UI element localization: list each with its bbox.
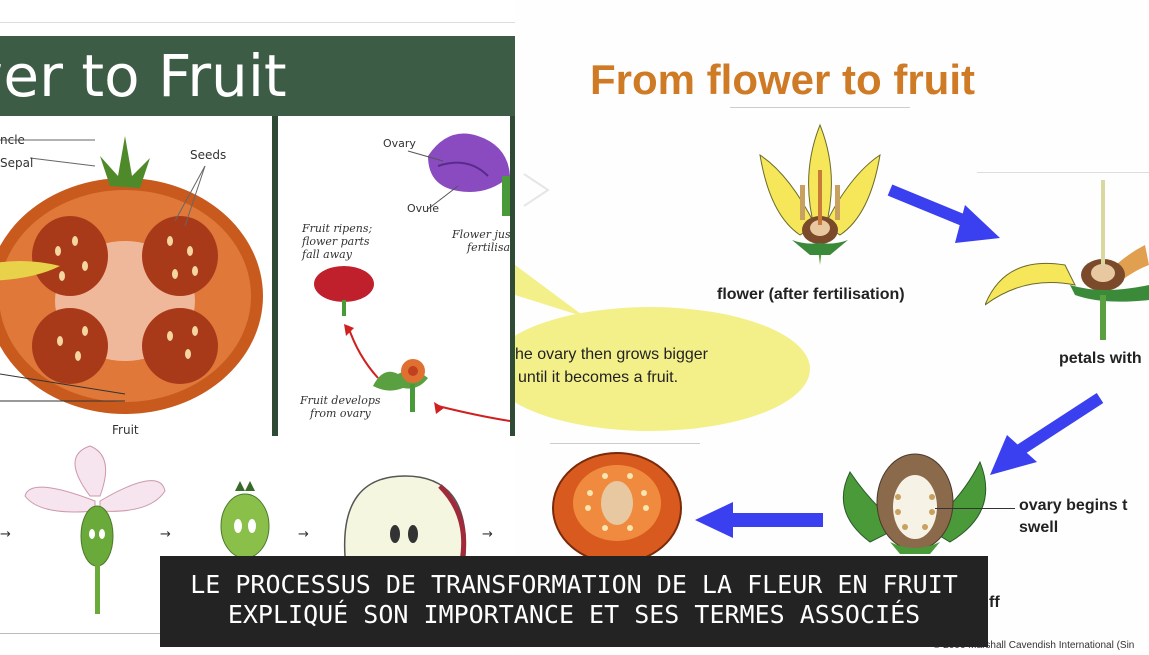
label-flower-after-fertilisation: flower (after fertilisation): [717, 286, 905, 303]
label-ovary: Ovary: [383, 137, 416, 150]
tomato-illustration: [0, 136, 263, 414]
title-underline: [730, 107, 910, 108]
arrow-icon: [695, 502, 823, 538]
label-petals-with: petals with: [1059, 350, 1142, 367]
left-slide: wer to Fruit ncle Sepal Seeds Fruit: [0, 0, 515, 655]
label-fruit-ripens: Fruit ripens; flower parts fall away: [302, 222, 373, 261]
label-peduncle: ncle: [0, 133, 25, 147]
sequence-arrow: →: [482, 527, 493, 542]
divider: [550, 443, 700, 444]
caption-text: Le processus de transformation de la fle…: [190, 570, 958, 629]
label-sepal: Sepal: [0, 156, 34, 170]
label-pointer: [935, 508, 1015, 509]
swelling-ovary-illustration: [842, 453, 987, 554]
sequence-arrow: →: [160, 527, 171, 542]
arrow-icon: [990, 392, 1104, 475]
label-flower-just: Flower jus fertilisa: [452, 228, 511, 254]
callout-bubble: [515, 265, 810, 431]
slide-title: wer to Fruit: [0, 42, 287, 110]
label-fruit: Fruit: [112, 423, 139, 437]
label-ovary-begins: ovary begins t swell: [1019, 497, 1128, 536]
right-slide: From flower to fruit he ovary then grows…: [515, 0, 1149, 655]
panel-border: [510, 116, 515, 436]
divider: [977, 172, 1149, 173]
label-seeds: Seeds: [190, 148, 227, 162]
slide-title: From flower to fruit: [590, 56, 975, 103]
sequence-arrow: →: [298, 527, 309, 542]
panel-border: [272, 116, 278, 436]
slide-header: [0, 36, 515, 116]
cycle-illustration: [314, 133, 510, 422]
withering-flower-illustration: [985, 180, 1149, 340]
callout-text: he ovary then grows bigger until it beco…: [515, 346, 708, 386]
copyright-text: © 2006 Marshall Cavendish International …: [933, 640, 1135, 651]
fruit-cross-section-illustration: [552, 452, 682, 558]
arrow-icon: [887, 184, 1000, 243]
caption-banner: Le processus de transformation de la fle…: [160, 556, 988, 647]
sequence-arrow: →: [0, 527, 11, 542]
chevron-right-icon: [523, 173, 550, 207]
divider: [0, 22, 515, 23]
label-fruit-develops: Fruit develops from ovary: [300, 394, 381, 420]
label-ovule: Ovule: [407, 202, 439, 215]
flower-illustration: [759, 123, 881, 265]
label-partial: ff: [989, 594, 1000, 611]
